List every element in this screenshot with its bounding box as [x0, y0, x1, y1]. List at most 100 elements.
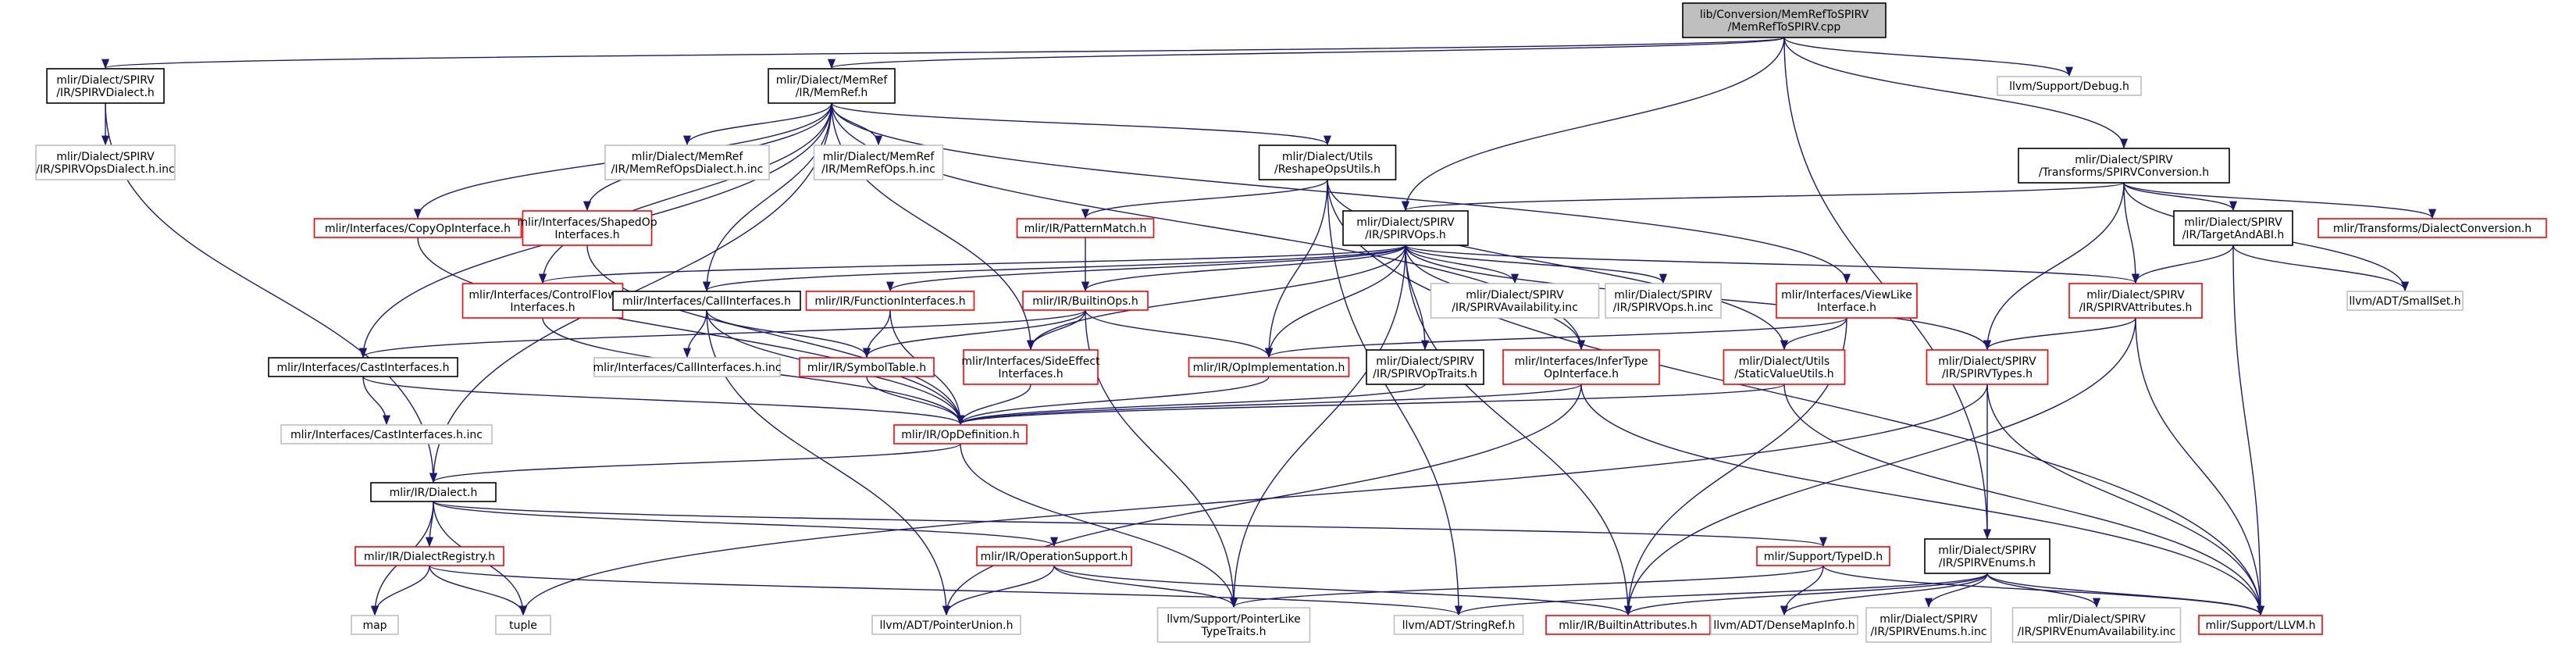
node-box	[461, 283, 624, 319]
node-label-line: mlir/Dialect/MemRef	[776, 74, 889, 87]
node-label-line: mlir/Dialect/SPIRV	[1938, 355, 2036, 368]
node-label-line: mlir/Dialect/SPIRV	[1879, 613, 1978, 626]
node-box	[1016, 218, 1155, 238]
node-builtinops: mlir/IR/BuiltinOps.h	[1022, 291, 1149, 311]
node-label-line: mlir/Dialect/SPIRV	[1938, 544, 2036, 557]
edge-builtinops-to-symboltable	[863, 309, 1086, 359]
node-label-line: OpInterface.h	[1544, 368, 1619, 380]
node-label-line: Interface.h	[1817, 302, 1876, 314]
node-label-line: mlir/Interfaces/CopyOpInterface.h	[325, 223, 511, 235]
edge-memref-to-reshapeopsutils	[831, 102, 1331, 146]
edge-functioninterfaces-to-symboltable	[862, 309, 891, 359]
edge-spirvenums-to-densemapinfo	[1780, 573, 1988, 616]
edge-infertypeopinterface-to-pointerunion	[942, 384, 1582, 616]
node-box	[593, 357, 781, 377]
node-label-line: mlir/Dialect/SPIRV	[2047, 613, 2146, 626]
node-label-line: mlir/Dialect/SPIRV	[1614, 289, 1712, 302]
node-box	[2198, 615, 2323, 635]
edge-typeid-to-pointerliketypetraits	[1230, 565, 1824, 609]
node-box	[612, 291, 801, 311]
node-debug: llvm/Support/Debug.h	[1997, 76, 2142, 96]
edge-targetandabi-to-llvmh	[2232, 244, 2265, 616]
node-label-line: /ReshapeOpsUtils.h	[1274, 163, 1381, 176]
node-spirvtypes: mlir/Dialect/SPIRV/IR/SPIRVTypes.h	[1926, 349, 2049, 385]
edge-spirvops-to-callinterfaces	[703, 244, 1406, 292]
node-box	[604, 145, 770, 180]
edge-spirvattributes-to-spirvtypes	[1983, 317, 2136, 351]
node-label-line: Interfaces.h	[998, 368, 1063, 380]
edge-staticvalueutils-to-opdefinition	[957, 384, 1785, 426]
node-box	[495, 615, 551, 635]
edge-memref-to-memrefopsdialectinc	[683, 102, 832, 146]
node-box	[522, 210, 653, 246]
node-box	[1776, 283, 1918, 319]
node-spirvenums: mlir/Dialect/SPIRV/IR/SPIRVEnums.h	[1924, 538, 2050, 574]
node-label-line: mlir/Interfaces/ShapedOp	[517, 216, 657, 229]
node-castinterfaces: mlir/Interfaces/CastInterfaces.h	[268, 357, 458, 377]
edge-spirvenums-to-llvmh	[1986, 573, 2264, 616]
node-box	[1723, 349, 1846, 385]
edge-castinterfaces-to-castinterfacesinc	[362, 376, 391, 426]
node-llvmh: mlir/Support/LLVM.h	[2198, 615, 2323, 635]
node-box	[1502, 349, 1660, 385]
node-label-line: llvm/ADT/SmallSet.h	[2349, 295, 2460, 308]
node-box	[1926, 349, 2049, 385]
node-spirvenumshinc: mlir/Dialect/SPIRV/IR/SPIRVEnums.h.inc	[1865, 607, 1992, 643]
node-targetandabi: mlir/Dialect/SPIRV/IR/TargetAndABI.h	[2173, 210, 2293, 246]
edge-callinterfaces-to-callinterfacesinc	[682, 309, 707, 359]
node-label-line: llvm/ADT/StringRef.h	[1402, 619, 1516, 632]
node-label-line: mlir/Dialect/SPIRV	[56, 74, 155, 87]
edge-spirvoptraits-to-opdefinition	[957, 384, 1426, 426]
node-builtinattributes: mlir/IR/BuiltinAttributes.h	[1545, 615, 1711, 635]
node-stringref: llvm/ADT/StringRef.h	[1393, 615, 1524, 635]
node-typeid: mlir/Support/TypeID.h	[1756, 546, 1890, 566]
node-patternmatch: mlir/IR/PatternMatch.h	[1016, 218, 1155, 238]
edge-spirvattributes-to-builtinattributes	[1623, 317, 2136, 616]
node-opimplementation: mlir/IR/OpImplementation.h	[1188, 357, 1350, 377]
node-box	[46, 68, 165, 104]
node-box	[2318, 218, 2547, 238]
node-box	[1605, 283, 1722, 319]
node-box	[1924, 538, 2050, 574]
node-box	[1430, 283, 1600, 319]
node-box	[813, 145, 944, 180]
node-label-line: mlir/IR/Dialect.h	[390, 487, 478, 499]
node-box	[1188, 357, 1350, 377]
node-box	[2346, 291, 2464, 311]
edge-spirvenums-to-stringref	[1455, 573, 1988, 616]
node-box	[280, 424, 493, 444]
node-label-line: mlir/IR/BuiltinOps.h	[1032, 295, 1138, 308]
node-castinterfacesinc: mlir/Interfaces/CastInterfaces.h.inc	[280, 424, 493, 444]
edge-builtinops-to-opimplementation	[1085, 309, 1273, 359]
node-label-line: /IR/SPIRVEnums.h	[1939, 557, 2036, 569]
dependency-edges	[101, 37, 2436, 616]
node-label-line: llvm/Support/Debug.h	[2009, 80, 2129, 93]
node-label-line: mlir/IR/PatternMatch.h	[1024, 223, 1147, 235]
node-box	[1682, 2, 1887, 38]
node-box	[799, 357, 935, 377]
node-label-line: /IR/SPIRVTypes.h	[1942, 368, 2033, 380]
node-label-line: mlir/IR/OpImplementation.h	[1193, 362, 1345, 374]
node-spirvconv: mlir/Dialect/SPIRV/Transforms/SPIRVConve…	[2018, 148, 2230, 184]
node-label-line: /IR/SPIRVAttributes.h	[2079, 302, 2193, 314]
node-label-line: mlir/IR/OperationSupport.h	[981, 551, 1128, 563]
node-label-line: map	[362, 619, 387, 632]
node-dialectconversion: mlir/Transforms/DialectConversion.h	[2318, 218, 2547, 238]
node-box	[893, 424, 1028, 444]
edge-dialect-to-typeid	[433, 501, 1827, 548]
edge-spirvtypes-to-llvmh	[1986, 384, 2265, 616]
node-label-line: mlir/IR/BuiltinAttributes.h	[1559, 619, 1697, 632]
edge-callinterfaces-to-pointerunion	[706, 309, 951, 616]
edge-root-to-spirvdialect	[102, 37, 1785, 70]
node-densemapinfo: llvm/ADT/DenseMapInfo.h	[1710, 615, 1858, 635]
node-label-line: mlir/Dialect/SPIRV	[1376, 355, 1474, 368]
node-label-line: /IR/SPIRVEnums.h.inc	[1870, 626, 1986, 638]
edge-spirvenums-to-spirvenumavailabilityinc	[1986, 573, 2100, 609]
edge-opimplementation-to-opdefinition	[957, 376, 1270, 426]
edge-reshapeopsutils-to-patternmatch	[1081, 179, 1328, 219]
edge-targetandabi-to-spirvattributes	[2132, 244, 2234, 284]
edge-root-to-debug	[1783, 37, 2073, 77]
